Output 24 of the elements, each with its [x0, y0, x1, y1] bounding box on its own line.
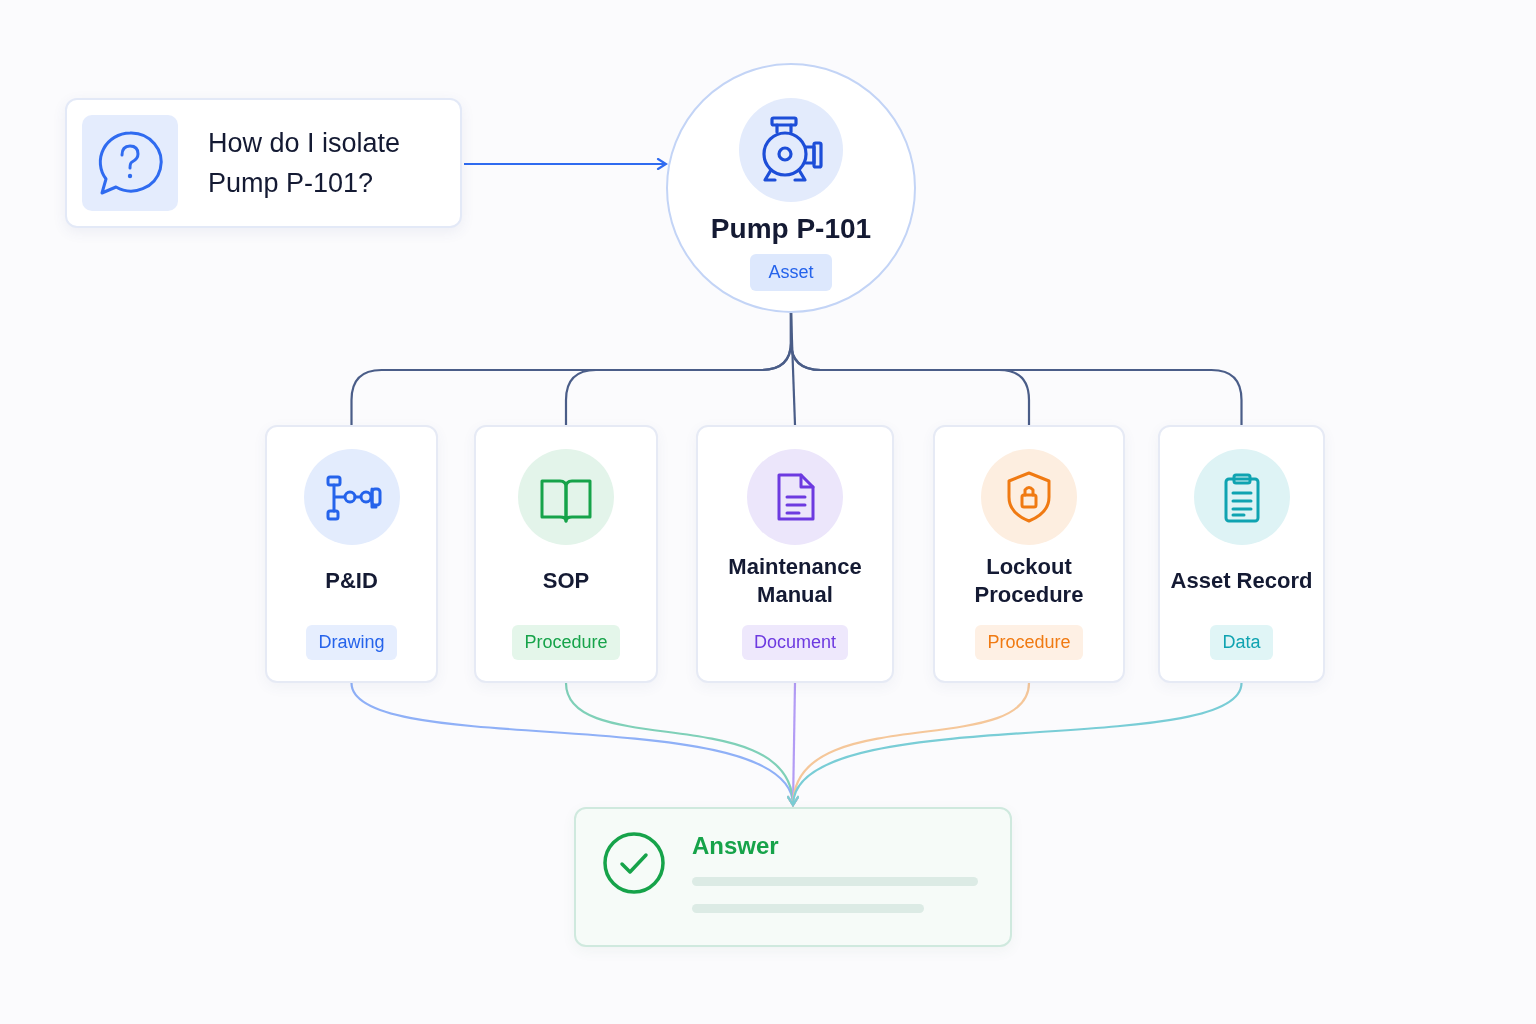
source-card — [265, 425, 438, 683]
source-card — [933, 425, 1125, 683]
category-tag: Procedure — [512, 625, 620, 660]
question-text: How do I isolate Pump P-101? — [208, 127, 402, 200]
card-title: P&ID — [325, 567, 378, 595]
category-tag: Procedure — [975, 625, 1083, 660]
source-card — [1158, 425, 1325, 683]
arrow — [790, 682, 1243, 807]
card-title: Asset Record — [1170, 567, 1313, 595]
question-card — [65, 98, 462, 228]
arrow — [464, 157, 668, 171]
source-card — [696, 425, 894, 683]
category-tag: Drawing — [306, 625, 397, 660]
answer-card — [574, 807, 1012, 947]
card-title: Maintenance Manual — [727, 553, 863, 609]
card-title: SOP — [542, 567, 590, 595]
asset-title: Pump P-101 — [710, 212, 872, 246]
connector-line — [789, 313, 1243, 425]
category-tag: Asset — [750, 254, 832, 291]
category-tag: Document — [741, 625, 848, 660]
card-title: Lockout Procedure — [973, 553, 1085, 609]
category-tag: Data — [1210, 625, 1273, 660]
source-card — [474, 425, 658, 683]
answer-heading: Answer — [692, 831, 780, 861]
